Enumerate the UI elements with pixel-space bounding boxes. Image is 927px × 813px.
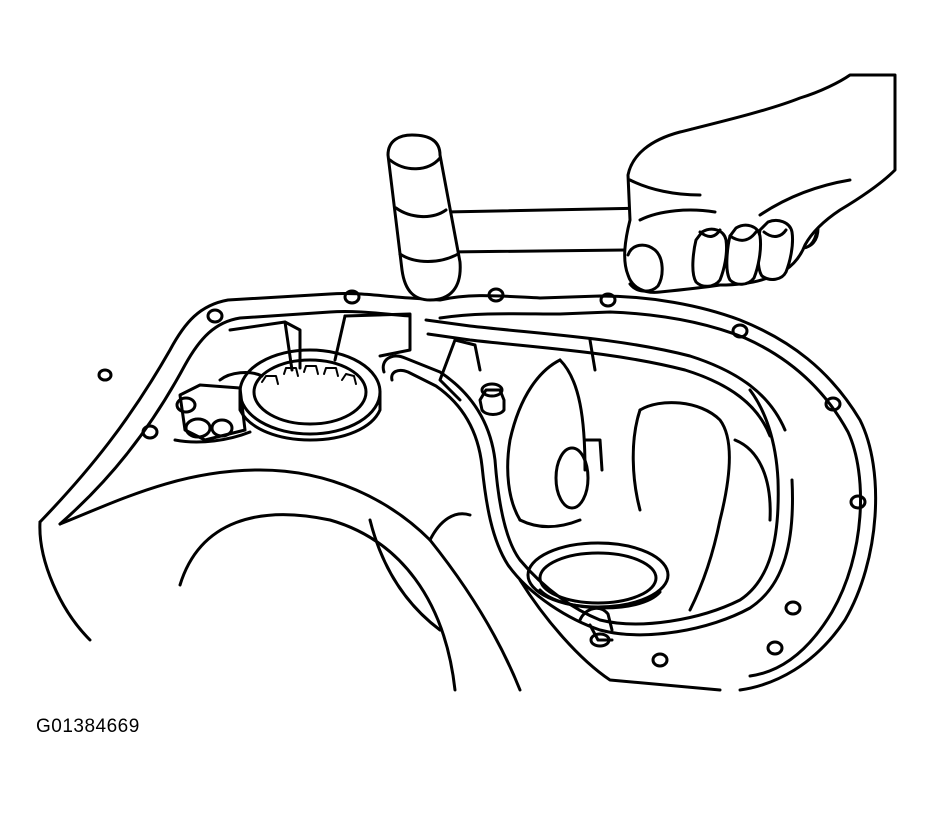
case-cavity	[438, 338, 772, 648]
figure-id-label: G01384669	[36, 716, 140, 737]
oil-seal-bead	[381, 318, 794, 637]
bolt-holes	[97, 287, 867, 668]
hand-icon	[623, 73, 897, 294]
housing-flange	[38, 291, 878, 692]
left-internal-details	[173, 312, 412, 444]
splined-ring	[238, 348, 382, 442]
